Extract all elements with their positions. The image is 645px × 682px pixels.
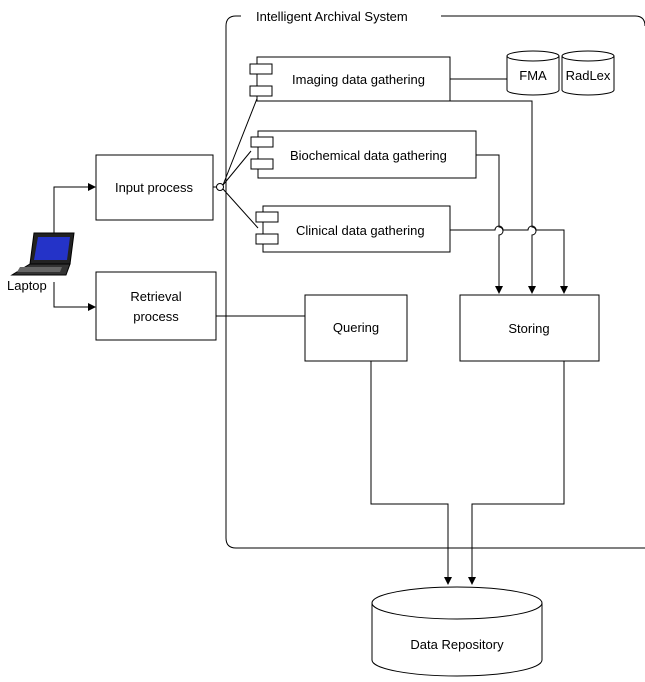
component-port-icon [250,158,274,170]
querying-box: Quering [304,294,408,362]
connectors [53,78,568,585]
component-port-icon [255,211,279,223]
data-repository-label: Data Repository [410,637,504,652]
component-port-icon [250,136,274,148]
system-boundary: Intelligent Archival System [225,9,645,549]
imaging-component: Imaging data gathering [249,56,451,102]
querying-label: Quering [333,320,379,335]
input-process-label: Input process [115,180,194,195]
biochemical-component: Biochemical data gathering [250,130,477,179]
retrieval-process-label-1: Retrieval [130,289,181,304]
retrieval-process-label-2: process [133,309,179,324]
clinical-label: Clinical data gathering [296,223,425,238]
clinical-to-storing-arrow [450,225,568,294]
laptop-label: Laptop [7,278,47,293]
fma-label: FMA [519,68,547,83]
querying-to-repository-arrow [370,361,452,585]
imaging-to-storing-arrow [450,100,537,294]
laptop-to-retrieval-arrow [53,282,96,311]
retrieval-process-box: Retrieval process [95,271,217,341]
input-process-box: Input process [95,154,214,221]
fma-database-icon: FMA [506,50,560,96]
biochemical-label: Biochemical data gathering [290,148,447,163]
radlex-label: RadLex [566,68,611,83]
data-repository-icon: Data Repository [371,586,543,677]
component-port-icon [255,233,279,245]
radlex-database-icon: RadLex [561,50,615,96]
component-port-icon [249,85,273,97]
biochemical-to-storing-arrow [476,154,504,294]
laptop-icon: Laptop [7,232,75,293]
component-port-icon [249,63,273,75]
interface-circle [216,183,224,191]
laptop-to-input-arrow [53,183,96,238]
storing-to-repository-arrow [468,361,565,585]
clinical-component: Clinical data gathering [255,205,451,253]
storing-box: Storing [459,294,600,362]
imaging-label: Imaging data gathering [292,72,425,87]
system-label: Intelligent Archival System [256,9,408,24]
storing-label: Storing [508,321,549,336]
